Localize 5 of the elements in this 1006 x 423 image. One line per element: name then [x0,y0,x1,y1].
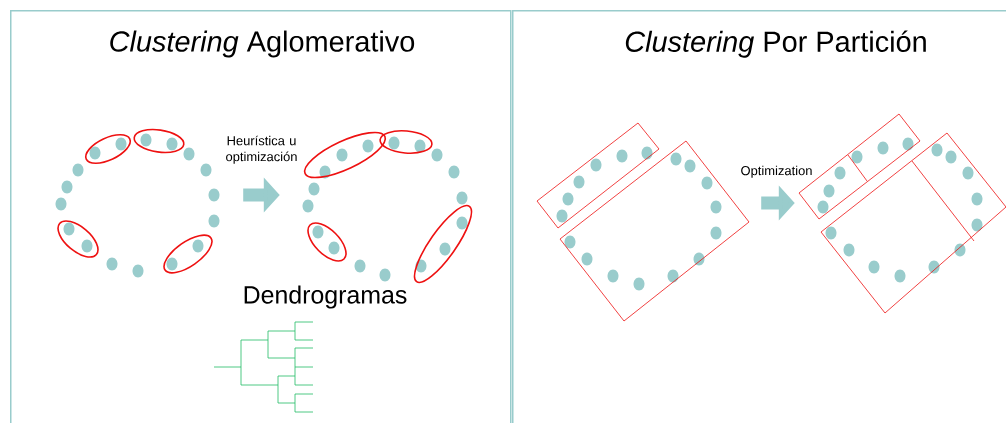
edge-label: Heurística u optimización [226,135,297,164]
cluster-drawing [302,130,473,284]
cluster-drawing [55,128,220,278]
heading: Dendrogramas [244,285,407,309]
edge-label: Optimization [741,165,812,178]
